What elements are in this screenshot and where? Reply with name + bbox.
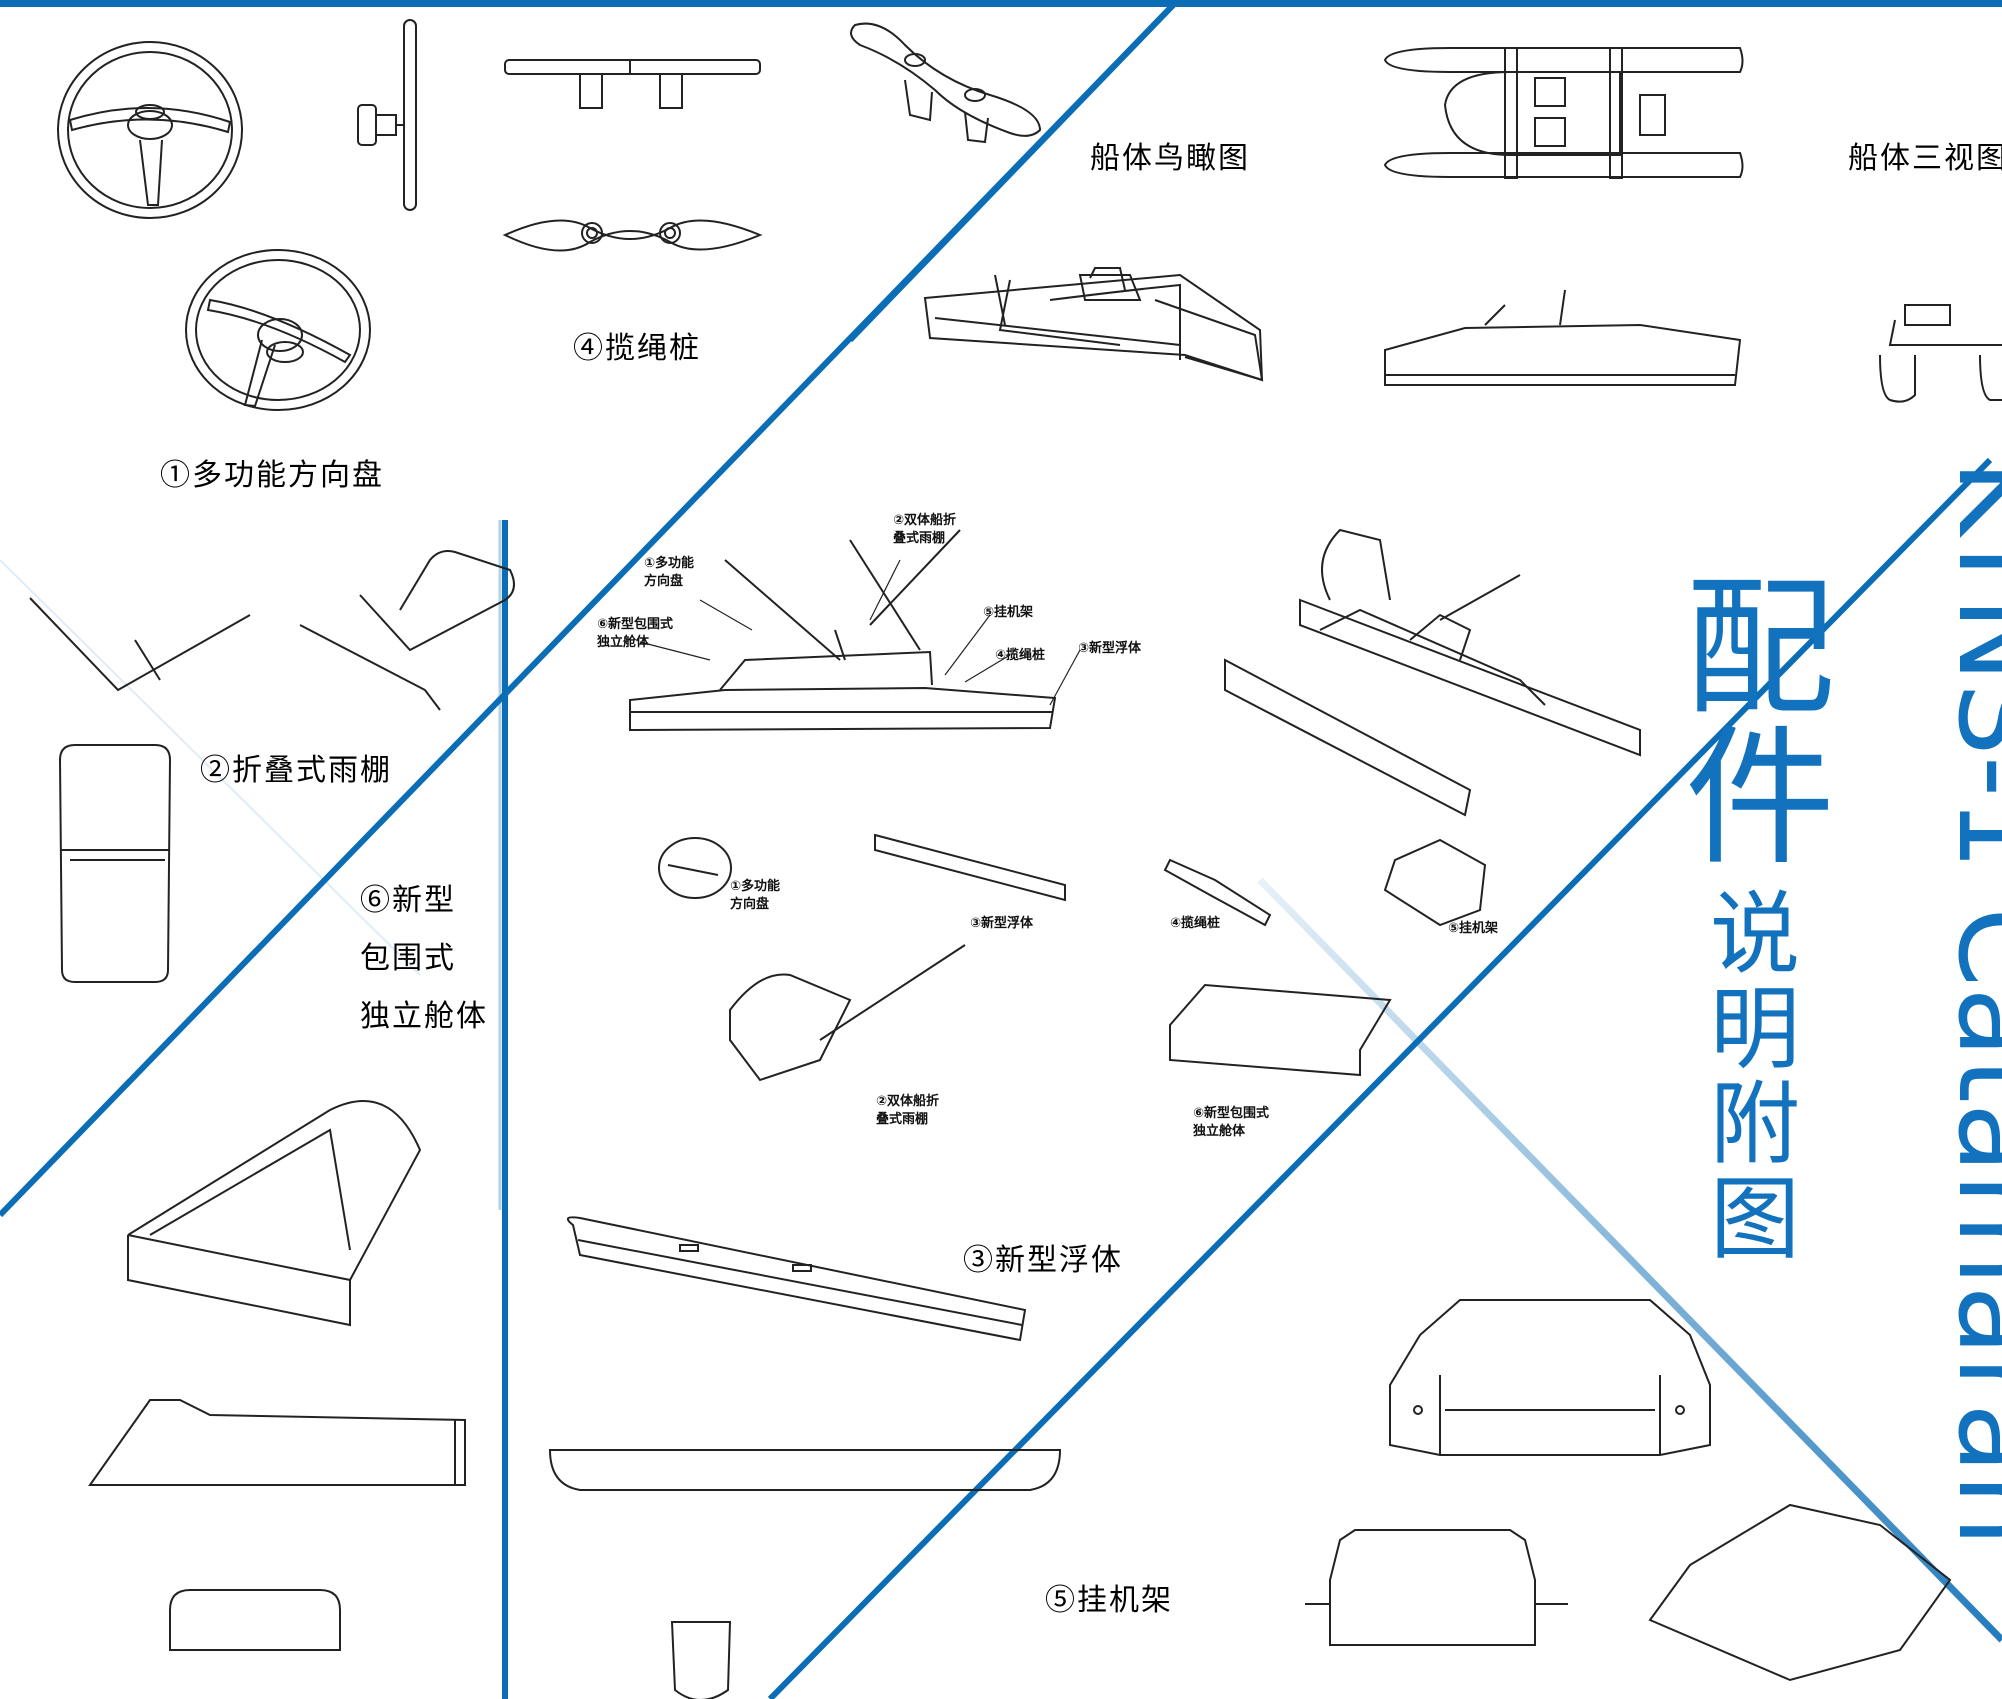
label-hull-aerial: 船体鸟瞰图 (1090, 141, 1250, 176)
part-label-mount: ⑤挂机架 (1448, 921, 1499, 936)
steering-wheel-drawing (57, 19, 417, 411)
title-latin: KTNS-1 Catamaran (1932, 460, 2002, 1546)
assembly-iso-drawing (1224, 528, 1641, 817)
vertical-title: 配 件 说 明 附 图 KTNS-1 Catamaran (1685, 460, 2002, 1546)
hull-three-view-drawing (1383, 47, 2002, 403)
label-cabin-3: 独立舱体 (360, 999, 488, 1034)
callout-float: ③新型浮体 (1078, 641, 1142, 656)
callout-mount: ⑤挂机架 (983, 605, 1034, 620)
label-cabin-2: 包围式 (360, 941, 456, 976)
part-label-wheel: ①多功能 方向盘 (730, 879, 781, 912)
canopy-drawing (29, 550, 515, 983)
callout-canopy: ②双体船折 叠式雨棚 (893, 513, 957, 546)
label-cabin-1: ⑥新型 (360, 883, 456, 918)
callout-leaders (639, 559, 1081, 706)
float-drawing (548, 1216, 1062, 1699)
part-label-cabin: ⑥新型包围式 独立舱体 (1193, 1106, 1270, 1139)
label-motor-mount: ⑤挂机架 (1045, 1583, 1173, 1618)
parts-row-drawing (658, 833, 1487, 1082)
part-label-canopy: ②双体船折 叠式雨棚 (876, 1094, 940, 1127)
part-label-bollard: ④揽绳桩 (1170, 916, 1221, 931)
motor-mount-drawing (1305, 1299, 1952, 1682)
label-bollard: ④揽绳桩 (573, 331, 701, 366)
part-label-float: ③新型浮体 (970, 916, 1034, 931)
title-small-2: 明 (1710, 977, 1800, 1082)
title-big-2: 件 (1685, 712, 1835, 886)
assembly-side-drawing (629, 529, 1057, 732)
label-float: ③新型浮体 (963, 1243, 1123, 1278)
title-big-1: 配 (1685, 562, 1835, 736)
cabin-drawing (88, 1100, 466, 1651)
title-small-4: 图 (1710, 1167, 1800, 1272)
callout-cabin: ⑥新型包围式 独立舱体 (597, 617, 674, 650)
title-small-1: 说 (1710, 882, 1800, 987)
hull-aerial-drawing (923, 267, 1264, 382)
title-small-3: 附 (1710, 1072, 1800, 1177)
callout-wheel: ①多功能 方向盘 (644, 556, 695, 589)
callout-bollard: ④揽绳桩 (995, 648, 1046, 663)
bollard-drawing (502, 22, 1042, 252)
label-hull-three-view: 船体三视图 (1848, 141, 2002, 176)
label-steering-wheel: ①多功能方向盘 (160, 458, 384, 493)
label-canopy: ②折叠式雨棚 (200, 753, 392, 788)
